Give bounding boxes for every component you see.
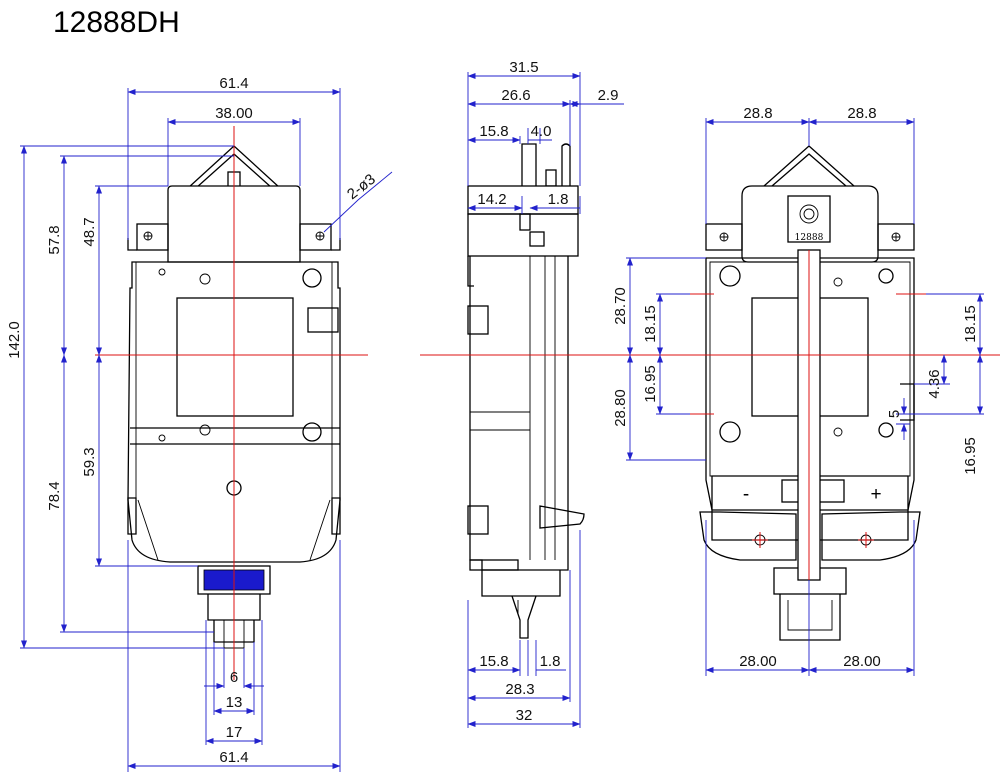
back-view-dimensions: 28.8 28.8 28.70 18.15 16.95 28.80 18.15 … [612, 105, 984, 676]
dim-1-8-top: 1.8 [548, 191, 569, 208]
dim-right-16-95: 16.95 [962, 437, 979, 475]
dim-shaft-13: 13 [226, 694, 243, 711]
dim-lower-height: 78.4 [46, 481, 63, 510]
dim-depth: 31.5 [509, 59, 538, 76]
dim-bottom-right: 28.00 [843, 653, 881, 670]
dim-upper-inner: 48.7 [81, 217, 98, 246]
dim-overall-height: 142.0 [6, 321, 23, 359]
dim-15-8-bottom: 15.8 [479, 653, 508, 670]
dim-body-depth: 26.6 [501, 87, 530, 104]
dim-holes: 2-ø3 [344, 171, 379, 203]
dim-shaft-6: 6 [230, 669, 238, 686]
dim-lower-inner: 59.3 [81, 447, 98, 476]
dim-half-width-right: 28.8 [847, 105, 876, 122]
dim-right-4-36: 4.36 [926, 369, 943, 398]
dim-shaft-17: 17 [226, 724, 243, 741]
movement-label: 12888 [795, 233, 824, 243]
dim-right-18-15: 18.15 [962, 305, 979, 343]
side-view-dimensions: 31.5 26.6 2.9 15.8 4.0 14.2 1.8 15.8 1.8… [467, 59, 624, 728]
dim-shaft-ext: 2.9 [598, 87, 619, 104]
dim-28-3: 28.3 [505, 681, 534, 698]
drawing-title: 12888DH [53, 6, 180, 39]
battery-minus: - [743, 484, 749, 505]
dim-hanger-width: 38.00 [215, 105, 253, 122]
dim-left-18-15: 18.15 [642, 305, 659, 343]
front-view-dimensions: 61.4 38.00 2-ø3 142.0 57.8 48.7 78.4 59.… [6, 75, 393, 772]
side-view-outline [467, 143, 585, 639]
side-view: 31.5 26.6 2.9 15.8 4.0 14.2 1.8 15.8 1.8… [420, 59, 624, 728]
back-view-outline: 12888 - + [699, 145, 921, 641]
dim-overall-width: 61.4 [219, 75, 248, 92]
dim-4-0: 4.0 [531, 123, 552, 140]
dim-15-8-top: 15.8 [479, 123, 508, 140]
dim-1-8-bottom: 1.8 [540, 653, 561, 670]
dim-upper-28-70: 28.70 [612, 287, 629, 325]
dim-32: 32 [516, 707, 533, 724]
dim-upper-height: 57.8 [46, 225, 63, 254]
dim-half-width-left: 28.8 [743, 105, 772, 122]
dim-bottom-left: 28.00 [739, 653, 777, 670]
back-view-tick-marks [686, 293, 930, 415]
dim-lower-28-80: 28.80 [612, 389, 629, 427]
battery-plus: + [870, 484, 881, 505]
back-view: 12888 - + [612, 105, 1000, 676]
front-view: 61.4 38.00 2-ø3 142.0 57.8 48.7 78.4 59.… [6, 75, 393, 772]
dim-right-5: 5 [886, 410, 903, 418]
dim-left-16-95: 16.95 [642, 365, 659, 403]
dim-bottom-width: 61.4 [219, 749, 248, 766]
dim-14-2: 14.2 [477, 191, 506, 208]
